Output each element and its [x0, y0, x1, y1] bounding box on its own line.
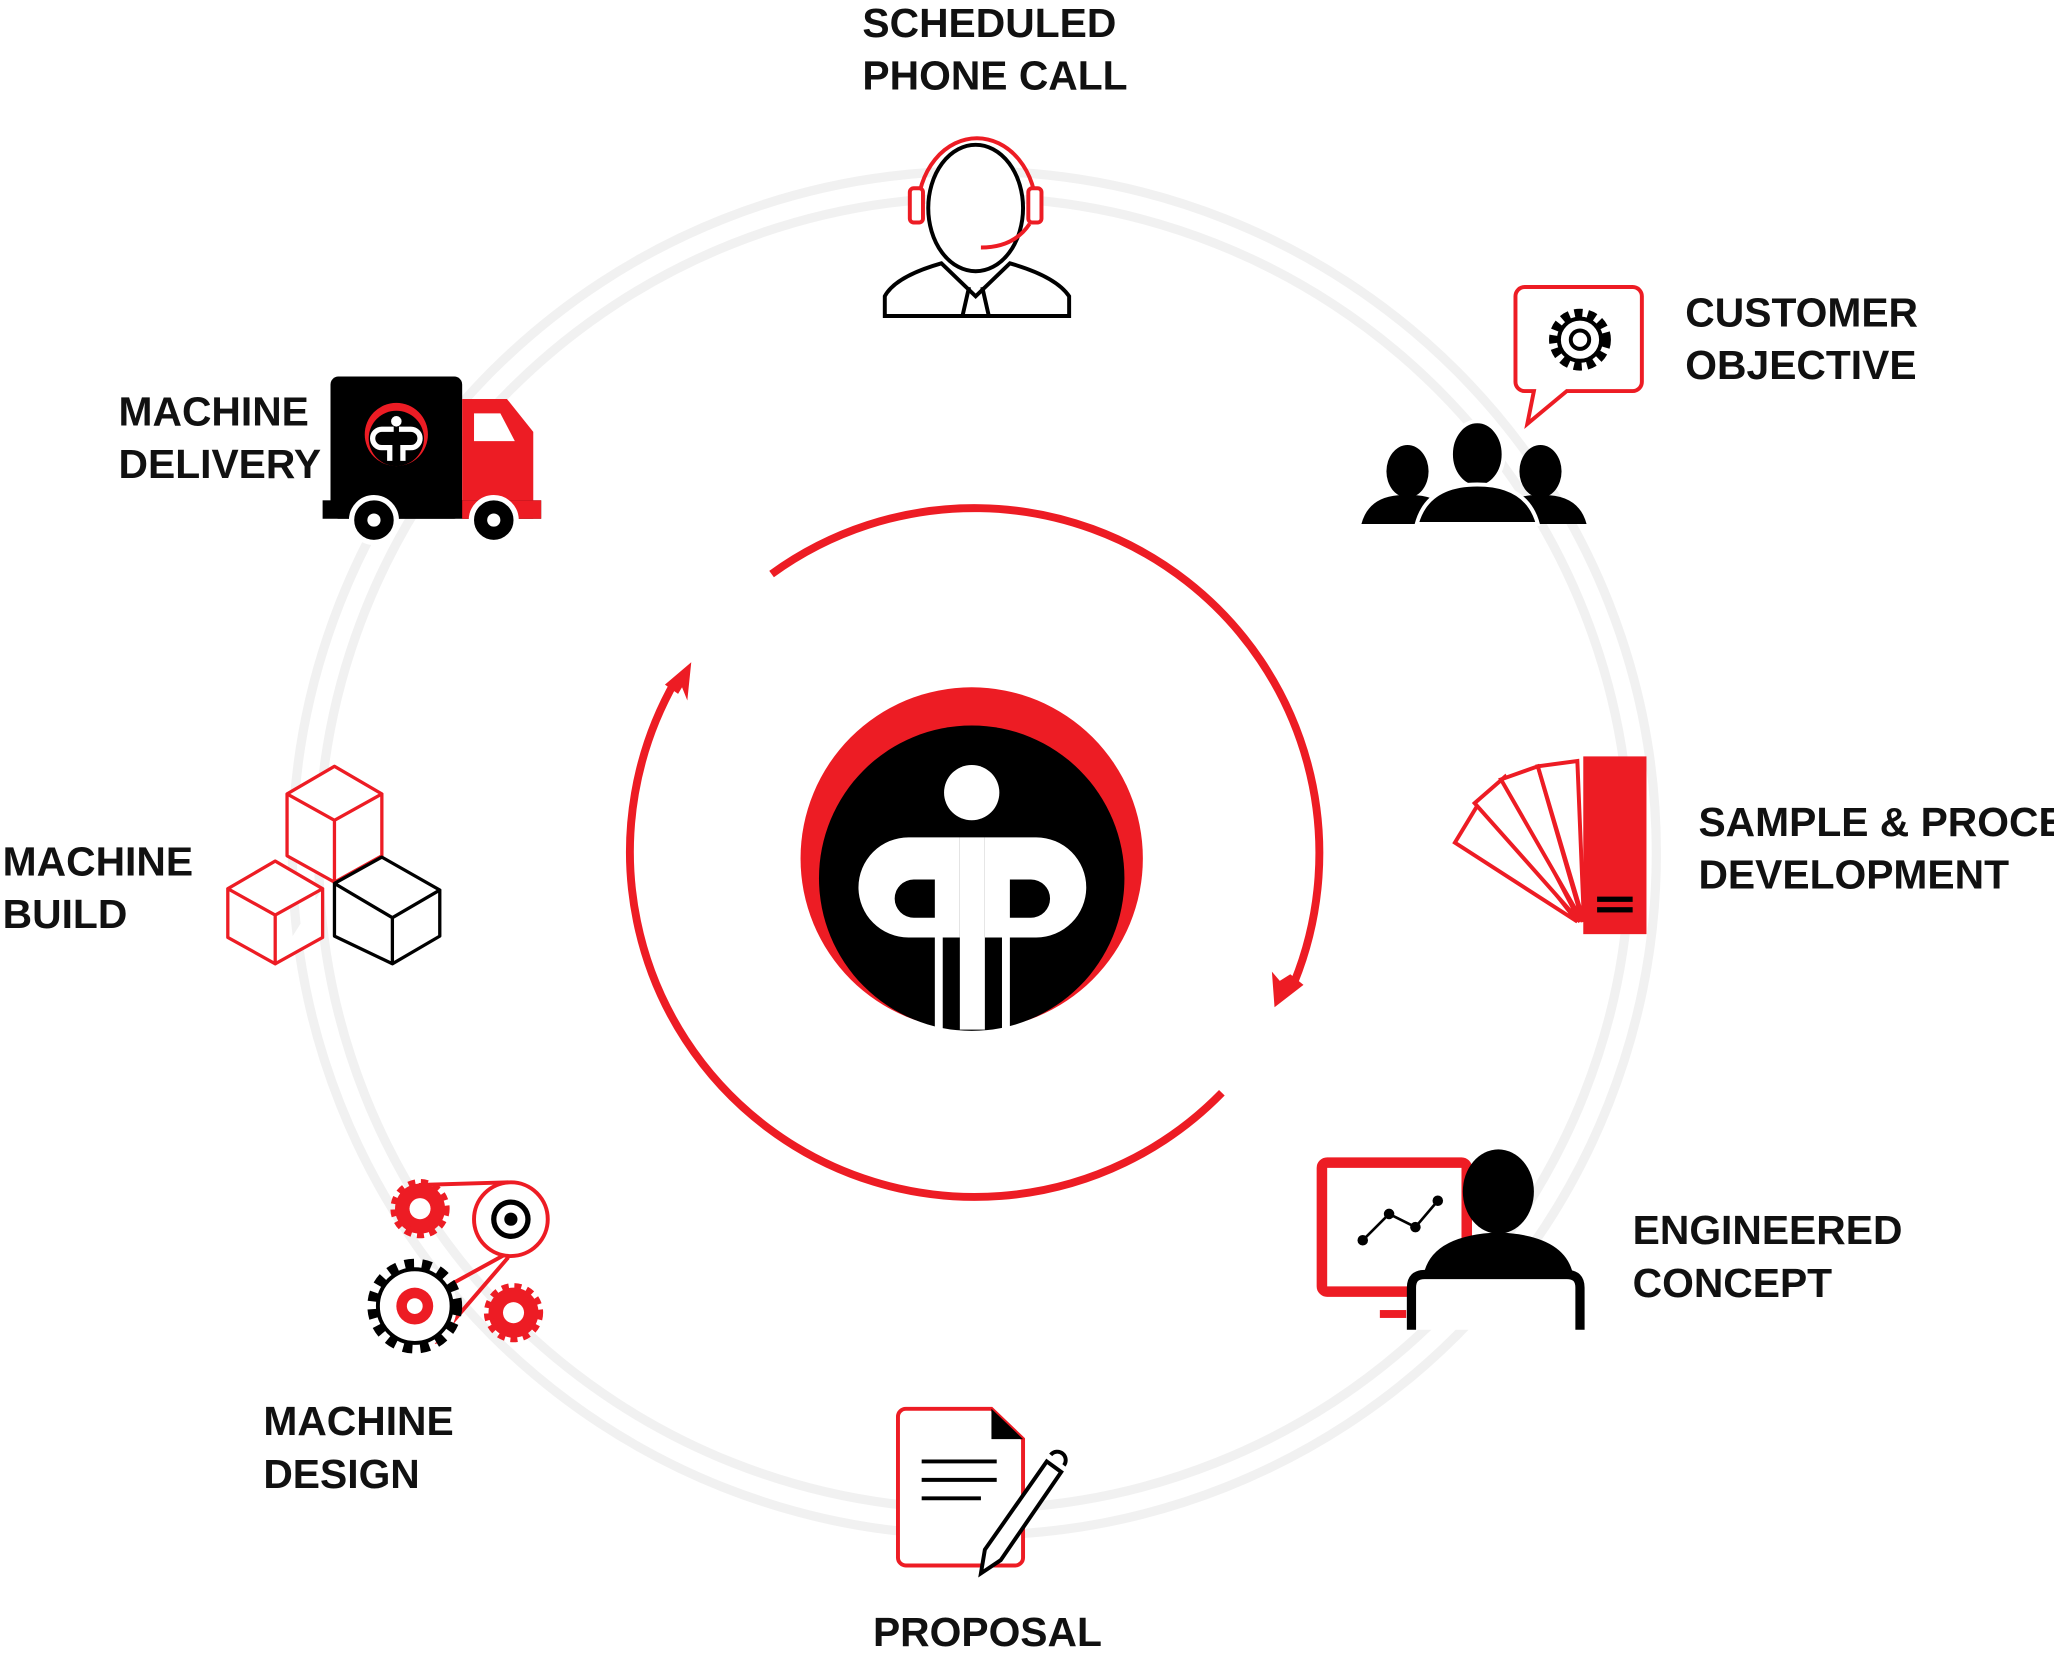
step-sample-process-development: SAMPLE & PROCESS DEVELOPMENT	[1452, 756, 2054, 935]
presenter-monitor-icon	[1316, 1149, 1585, 1330]
arrowhead-right	[1271, 971, 1304, 1008]
step-label-line1: MACHINE	[263, 1398, 453, 1444]
arrowhead-left	[664, 662, 692, 701]
svg-text:MACHINE: MACHINE	[263, 1398, 453, 1444]
svg-text:PHONE CALL: PHONE CALL	[862, 53, 1127, 99]
document-pen-icon	[895, 1406, 1068, 1578]
step-label-line2: OBJECTIVE	[1685, 342, 1916, 388]
step-proposal: PROPOSAL	[873, 1406, 1102, 1655]
svg-text:PROPOSAL: PROPOSAL	[873, 1609, 1102, 1655]
stacked-cubes-icon	[226, 764, 442, 966]
svg-text:SAMPLE & PROCESS: SAMPLE & PROCESS	[1698, 799, 2054, 845]
step-label-line1: PROPOSAL	[873, 1609, 1102, 1655]
step-customer-objective: CUSTOMER OBJECTIVE	[1361, 285, 1918, 526]
step-label-line1: CUSTOMER	[1685, 290, 1918, 336]
delivery-truck-icon	[322, 376, 542, 546]
group-speech-gear-icon	[1361, 285, 1644, 526]
step-label-line1: MACHINE	[119, 388, 309, 434]
gears-belt-icon	[367, 1179, 550, 1354]
svg-text:MACHINE: MACHINE	[119, 388, 309, 434]
step-label-line1: SCHEDULED	[862, 0, 1116, 46]
step-label-line1: SAMPLE & PROCESS	[1698, 799, 2054, 845]
step-label-line1: MACHINE	[3, 839, 193, 885]
svg-text:ENGINEERED: ENGINEERED	[1633, 1207, 1903, 1253]
svg-text:DESIGN: DESIGN	[263, 1451, 419, 1497]
svg-text:DELIVERY: DELIVERY	[119, 441, 322, 487]
step-label-line2: DELIVERY	[119, 441, 322, 487]
arrow-arc-top	[769, 504, 1324, 984]
step-scheduled-phone-call: SCHEDULED PHONE CALL	[862, 0, 1128, 318]
svg-text:OBJECTIVE: OBJECTIVE	[1685, 342, 1916, 388]
step-engineered-concept: ENGINEERED CONCEPT	[1316, 1149, 1903, 1330]
step-label-line2: DESIGN	[263, 1451, 419, 1497]
step-label-line2: BUILD	[3, 891, 128, 937]
svg-text:MACHINE: MACHINE	[3, 839, 193, 885]
step-label-line2: PHONE CALL	[862, 53, 1127, 99]
svg-text:BUILD: BUILD	[3, 891, 128, 937]
pip-logo	[800, 687, 1143, 1031]
svg-text:DEVELOPMENT: DEVELOPMENT	[1698, 852, 2009, 898]
step-machine-build: MACHINE BUILD	[3, 764, 442, 966]
step-label-line2: CONCEPT	[1633, 1260, 1833, 1306]
step-label-line2: DEVELOPMENT	[1698, 852, 2009, 898]
swatch-book-icon	[1452, 756, 1647, 935]
step-machine-delivery: MACHINE DELIVERY	[119, 376, 542, 546]
headset-agent-icon	[882, 136, 1072, 318]
cycle-arrows	[626, 504, 1324, 1201]
svg-text:CONCEPT: CONCEPT	[1633, 1260, 1833, 1306]
svg-text:SCHEDULED: SCHEDULED	[862, 0, 1116, 46]
arrow-arc-bottom	[626, 678, 1225, 1201]
svg-text:CUSTOMER: CUSTOMER	[1685, 290, 1918, 336]
step-machine-design: MACHINE DESIGN	[263, 1179, 550, 1497]
step-label-line1: ENGINEERED	[1633, 1207, 1903, 1253]
